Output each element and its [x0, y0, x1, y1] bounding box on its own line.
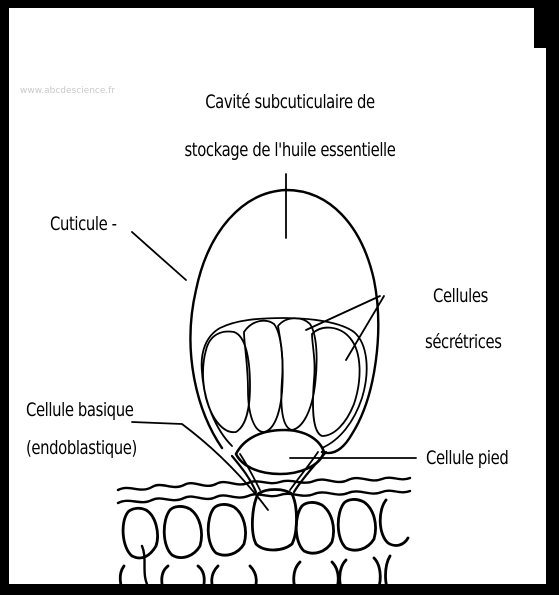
tissue-cell	[198, 566, 204, 592]
tissue-cell	[380, 500, 408, 545]
tissue-cell	[386, 556, 391, 592]
leader-lines	[132, 174, 416, 510]
tissue-cell	[296, 502, 333, 553]
foot-cell-label: Cellule pied	[426, 446, 508, 470]
cavity-label-line2: stockage de l'huile essentielle	[173, 138, 407, 162]
inner-gland-outline	[202, 318, 367, 448]
cavity-label-line1: Cavité subcuticulaire de	[189, 90, 392, 114]
cuticle-label: Cuticule -	[50, 212, 117, 236]
secretory-label-line2: sécrétrices	[425, 330, 502, 354]
tissue-cell	[250, 566, 256, 592]
tissue-cell	[164, 506, 201, 557]
tissue-cell	[332, 562, 338, 592]
epidermal-cells	[120, 499, 408, 592]
tissue-cell	[338, 499, 375, 550]
foot-cell	[236, 430, 324, 474]
tissue-cell	[374, 558, 380, 592]
tissue-cell	[212, 566, 218, 592]
tissue-cell	[294, 562, 300, 592]
tissue-cell	[123, 508, 157, 558]
basal-cell-label-line2: (endoblastique)	[26, 436, 137, 460]
secretory-cell	[278, 318, 317, 430]
secretory-leader-line-1	[306, 296, 380, 330]
tissue-cell	[162, 566, 168, 592]
tissue-cell	[208, 504, 245, 555]
tissue-cell	[340, 560, 346, 592]
secretory-label-line1: Cellules	[433, 284, 488, 308]
cuticle-leader-line	[132, 232, 186, 280]
secretory-cells	[203, 318, 360, 436]
secretory-cell	[203, 332, 250, 433]
basal-cell-label-line1: Cellule basique	[26, 398, 133, 422]
tissue-cell	[120, 566, 124, 592]
